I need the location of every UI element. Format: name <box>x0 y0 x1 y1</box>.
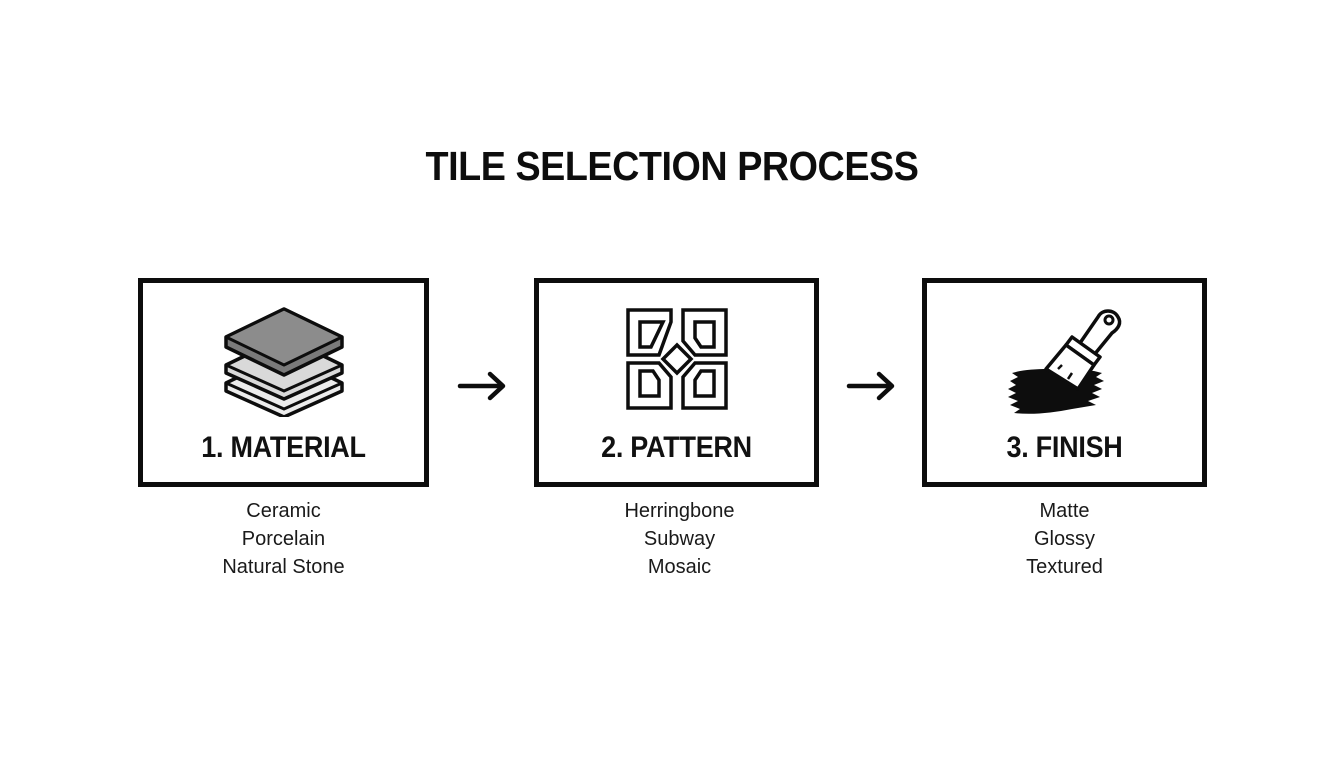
step-label-material: 1. MATERIAL <box>201 431 366 464</box>
step-label-finish: 3. FINISH <box>1006 431 1123 464</box>
step-material-box: 1. MATERIAL <box>138 278 429 487</box>
material-options: Ceramic Porcelain Natural Stone <box>138 497 429 581</box>
option-matte: Matte <box>1039 500 1090 522</box>
finish-options: Matte Glossy Textured <box>922 497 1207 581</box>
option-textured: Textured <box>1026 556 1103 578</box>
option-porcelain: Porcelain <box>241 528 326 550</box>
arrow-right-icon <box>845 370 897 407</box>
tile-pattern-icon <box>625 307 729 416</box>
arrow-right-icon <box>456 370 508 407</box>
step-label-pattern: 2. PATTERN <box>601 431 752 464</box>
option-herringbone: Herringbone <box>624 500 735 522</box>
step-pattern-box: 2. PATTERN <box>534 278 819 487</box>
option-subway: Subway <box>643 528 716 550</box>
diagram-title: TILE SELECTION PROCESS <box>425 143 919 189</box>
pattern-options: Herringbone Subway Mosaic <box>534 497 825 581</box>
option-glossy: Glossy <box>1033 528 1096 550</box>
option-natural-stone: Natural Stone <box>222 556 345 578</box>
stacked-tiles-icon <box>221 305 347 422</box>
step-finish-box: 3. FINISH <box>922 278 1207 487</box>
option-mosaic: Mosaic <box>647 556 712 578</box>
option-ceramic: Ceramic <box>246 500 321 522</box>
paint-brush-icon <box>1002 303 1128 426</box>
